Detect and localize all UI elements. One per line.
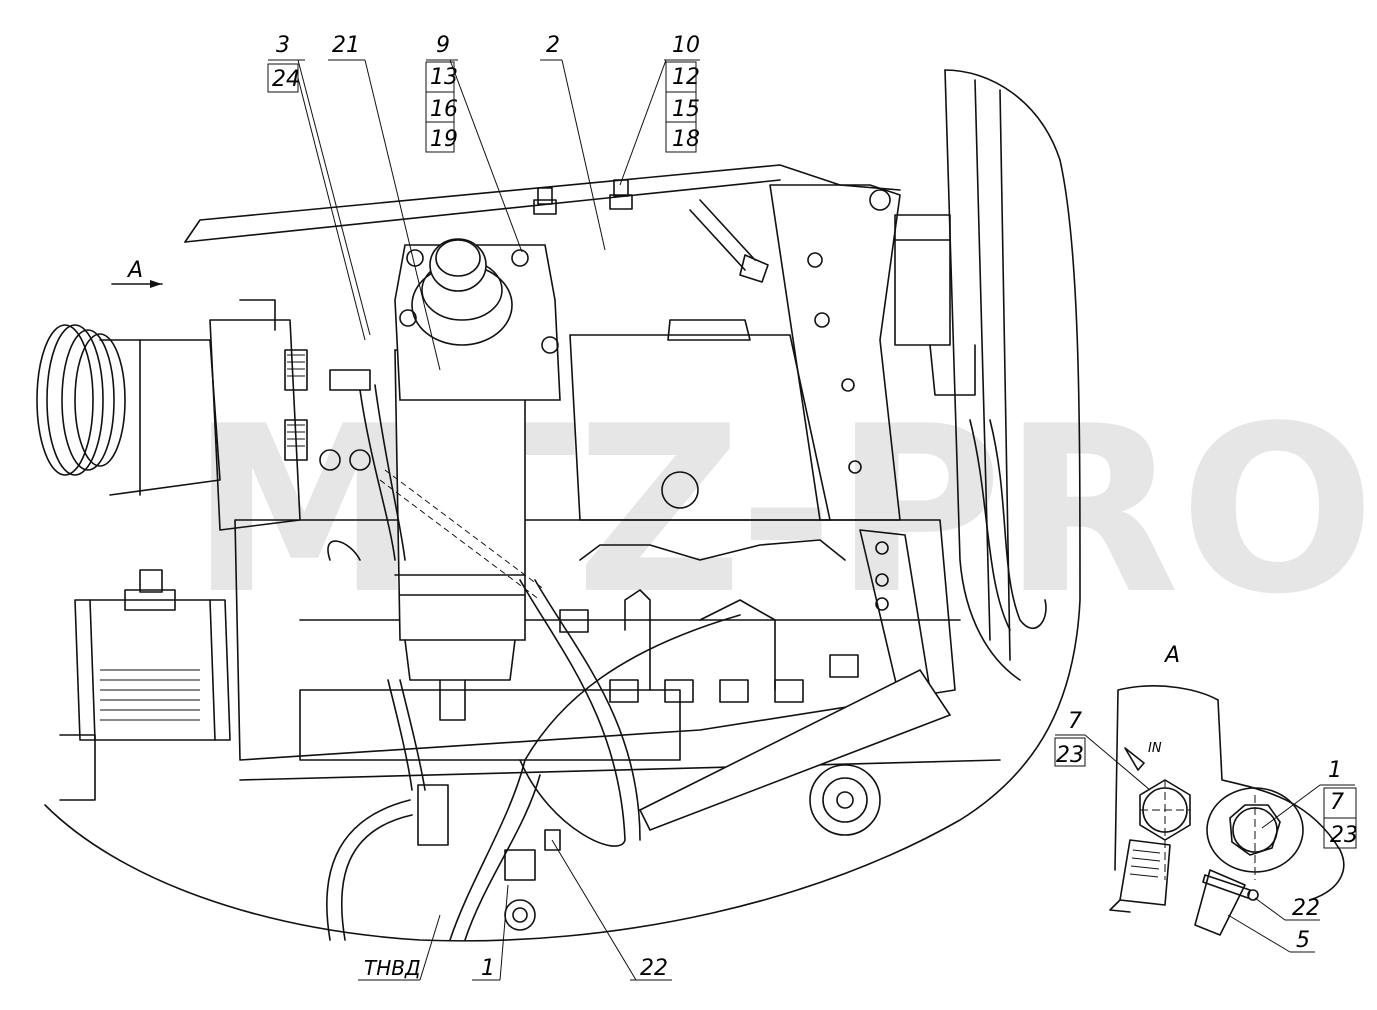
callout-3-24: 3 24 xyxy=(267,33,371,341)
cover-box xyxy=(569,334,831,521)
callout-tnvd: ТНВД xyxy=(358,914,441,981)
hood-plate xyxy=(184,164,901,243)
callout-9-13-16-19: 9 13 16 19 xyxy=(425,33,523,253)
fuel-filter xyxy=(394,238,561,721)
svg-text:IN: IN xyxy=(1148,741,1162,756)
side-panel xyxy=(944,69,1021,681)
svg-text:18: 18 xyxy=(672,127,700,152)
svg-text:7: 7 xyxy=(1068,709,1082,734)
callout-22-bottom: 22 xyxy=(551,839,672,981)
svg-text:19: 19 xyxy=(430,127,458,152)
detail-callout-1-7-23-right: 1 7 23 xyxy=(1261,758,1358,849)
hood-bolts xyxy=(533,179,633,215)
svg-text:24: 24 xyxy=(272,67,300,92)
svg-text:22: 22 xyxy=(1292,896,1320,921)
svg-text:1: 1 xyxy=(1328,758,1342,783)
svg-text:15: 15 xyxy=(672,97,700,122)
svg-text:9: 9 xyxy=(436,33,450,58)
svg-text:А: А xyxy=(1163,643,1180,668)
svg-text:1: 1 xyxy=(481,956,495,981)
detail-callout-5: 5 xyxy=(1227,914,1315,953)
svg-text:5: 5 xyxy=(1296,928,1310,953)
callout-2: 2 xyxy=(540,33,606,251)
brace-bar xyxy=(638,668,952,832)
svg-text:7: 7 xyxy=(1330,790,1344,815)
svg-text:23: 23 xyxy=(1330,823,1358,848)
callout-1-bottom: 1 xyxy=(472,884,509,981)
svg-text:23: 23 xyxy=(1056,743,1084,768)
main-view: А 3 24 21 9 13 16 19 xyxy=(36,33,1081,981)
svg-text:12: 12 xyxy=(672,65,700,90)
detail-bracket xyxy=(1114,685,1219,871)
watermark: MTZ-PRO xyxy=(190,378,1375,645)
view-boundary xyxy=(44,69,1081,942)
svg-text:16: 16 xyxy=(430,97,458,122)
detail-callout-7-23-left: 7 23 xyxy=(1054,709,1151,791)
detail-view-a: А IN 7 23 xyxy=(1054,643,1358,953)
svg-text:10: 10 xyxy=(672,33,700,58)
injector-row xyxy=(559,609,859,703)
svg-text:А: А xyxy=(126,258,143,283)
callout-10-12-15-18: 10 12 15 18 xyxy=(619,33,700,186)
svg-text:2: 2 xyxy=(546,33,560,58)
svg-text:ТНВД: ТНВД xyxy=(364,956,421,980)
right-cylinder xyxy=(894,214,951,346)
callout-21: 21 xyxy=(328,33,441,371)
view-arrow-a: А xyxy=(111,258,163,288)
svg-text:22: 22 xyxy=(640,956,668,981)
detail-callout-22: 22 xyxy=(1254,896,1320,921)
svg-text:21: 21 xyxy=(332,33,360,58)
svg-text:3: 3 xyxy=(276,33,290,58)
air-compressor xyxy=(59,569,231,801)
